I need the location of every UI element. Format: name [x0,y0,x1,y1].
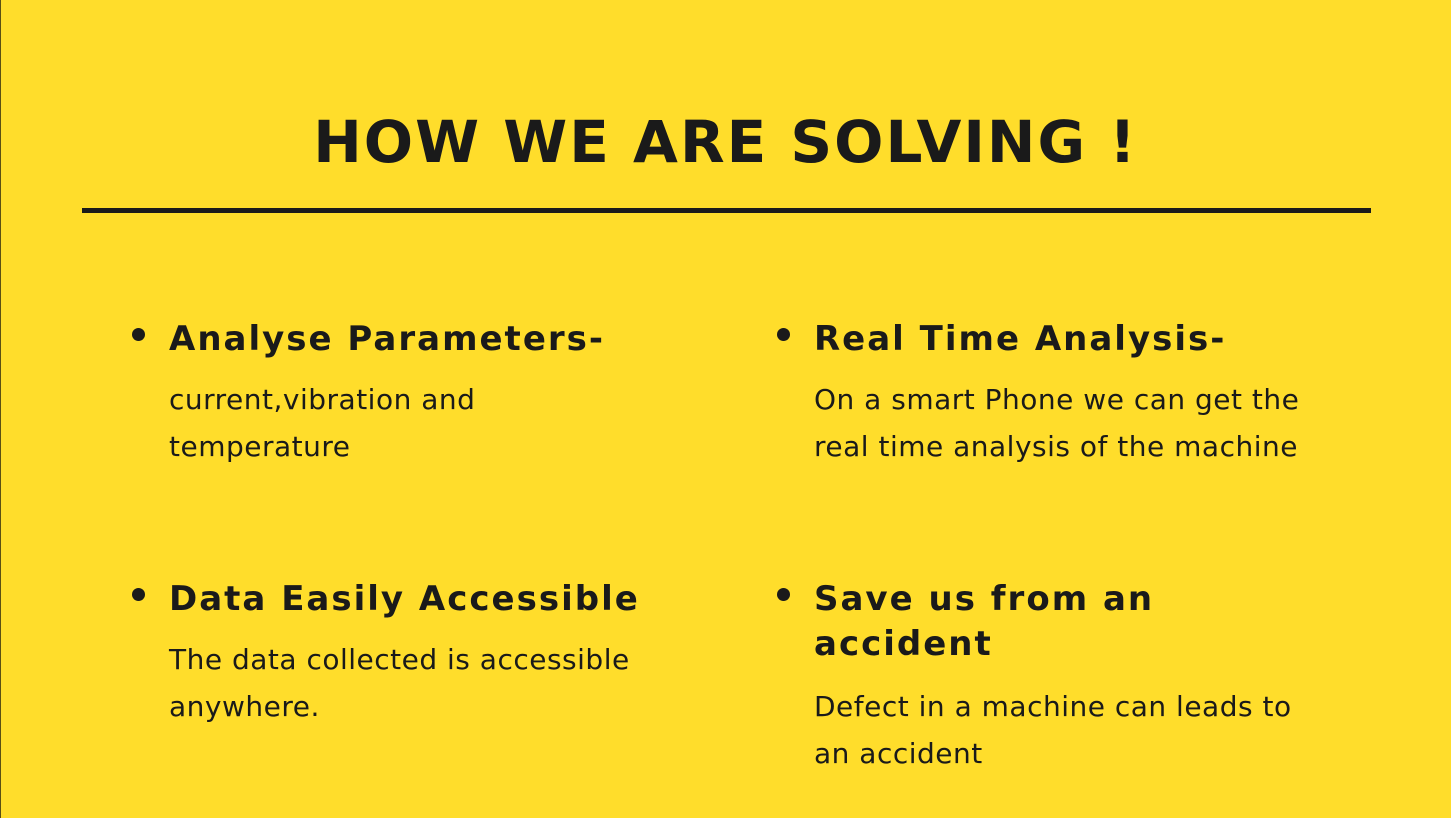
title-divider [82,208,1371,213]
point-analyse-parameters: Analyse Parameters- current,vibration an… [132,317,689,470]
point-save-from-accident: Save us from an accident Defect in a mac… [777,577,1334,777]
point-text: current,vibration and temperature [169,383,476,463]
point-real-time-analysis: Real Time Analysis- On a smart Phone we … [777,317,1334,470]
bullet-icon [777,588,790,601]
point-heading: Real Time Analysis- [814,319,1227,359]
point-heading: Data Easily Accessible [169,579,640,619]
point-text: On a smart Phone we can get the real tim… [814,383,1300,463]
bullet-icon [777,328,790,341]
point-text: The data collected is accessible anywher… [169,643,630,723]
point-data-easily-accessible: Data Easily Accessible The data collecte… [132,577,729,730]
bullet-icon [132,328,145,341]
point-heading: Save us from an accident [814,579,1155,664]
bullet-icon [132,588,145,601]
slide-title: HOW WE ARE SOLVING ! [313,108,1138,176]
point-text: Defect in a machine can leads to an acci… [814,690,1292,770]
slide-left-border [0,0,1,818]
point-heading: Analyse Parameters- [169,319,605,359]
